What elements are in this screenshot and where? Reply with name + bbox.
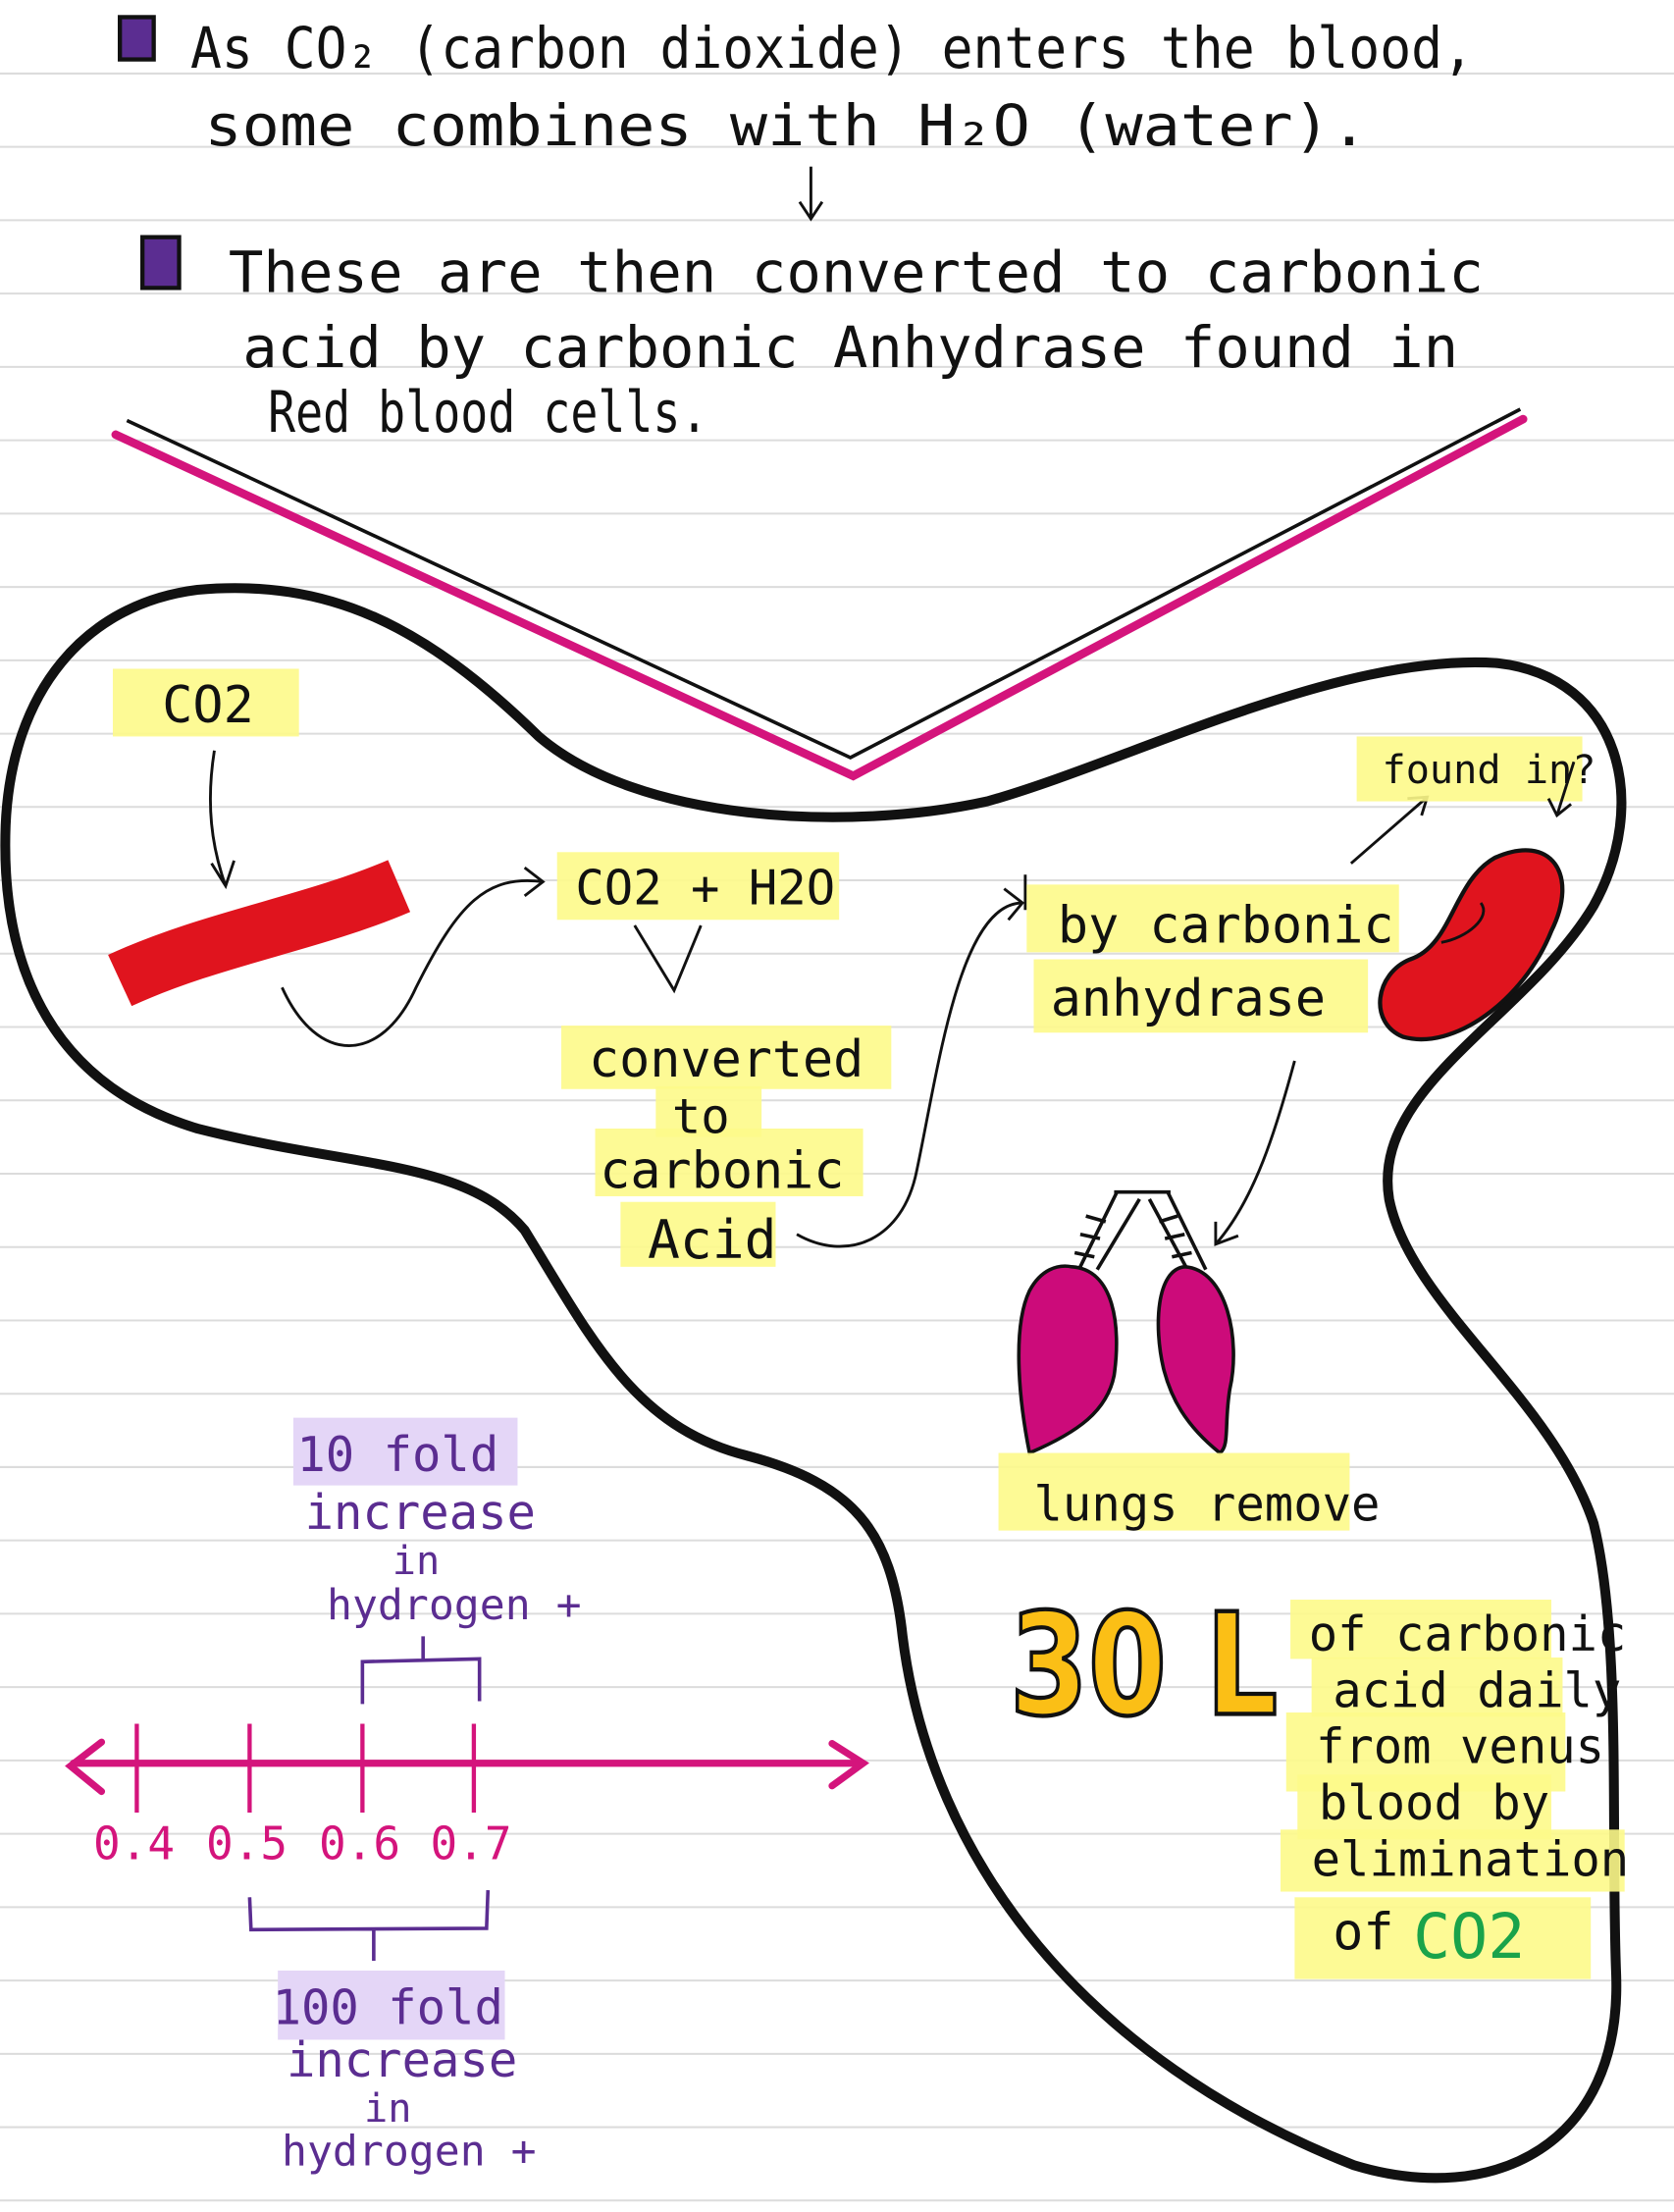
volume-desc-text: acid daily [1333,1662,1621,1718]
bottom-note-text: 100 fold [273,1980,503,2036]
converted-text: carbonic [600,1141,844,1200]
bottom-bracket [247,1890,491,1961]
number-line [65,1738,869,1796]
top-note-text: in [392,1539,440,1584]
highlight [1026,884,1399,953]
highlight [1297,1774,1551,1840]
co2-label: CO2 [162,676,253,735]
highlight [1311,1657,1563,1717]
bottom-note-text: increase [287,2032,517,2088]
tick-label: 0.7 [431,1817,512,1870]
enzyme-text: by carbonic [1058,896,1394,955]
top-note-text: increase [305,1485,536,1541]
highlight [112,668,299,737]
v-chevron-icon [633,924,703,994]
top-bracket [360,1636,482,1705]
arrow-icon [208,750,235,890]
down-arrow-icon [798,166,824,222]
highlight [1033,959,1369,1033]
co2-green-label: CO2 [1413,1900,1525,1973]
volume-desc-text: from venus [1316,1719,1604,1775]
curved-arrow-icon [796,874,1027,1248]
volume-value: 30 L [1010,1583,1278,1747]
of-label: of [1333,1903,1393,1962]
tick-label: 0.5 [206,1817,288,1870]
tick-label: 0.6 [319,1817,400,1870]
highlight [620,1201,776,1267]
co2-h2o-label: CO2 + H2O [575,860,835,916]
highlight [1290,1600,1551,1659]
found-in-label: found in? [1382,748,1596,793]
enzyme-text: anhydrase [1051,970,1326,1028]
red-blood-cell-icon [1378,848,1565,1042]
arrow-icon [1214,1060,1296,1246]
v-divider-magenta [111,414,1528,781]
highlight [561,1026,892,1089]
volume-desc-text: of carbonic [1309,1606,1627,1662]
arrow-icon [1546,761,1576,818]
note-text: some combines with H₂O (water). [204,93,1368,159]
bullet-square-2 [140,235,182,290]
top-note-text: 10 fold [296,1427,498,1483]
note-text: These are then converted to carbonic [229,240,1484,306]
highlight [556,852,840,921]
bottom-note-text: hydrogen + [282,2127,537,2176]
top-note-text: hydrogen + [327,1581,582,1630]
converted-text: converted [589,1030,863,1089]
note-text: acid by carbonic Anhydrase found in [242,315,1458,381]
highlight [1356,736,1583,802]
highlight [1281,1829,1625,1892]
highlight [1294,1897,1592,1979]
lungs-icon [1017,1189,1235,1456]
converted-text: Acid [648,1208,777,1271]
volume-desc-text: elimination [1312,1832,1630,1888]
bullet-square-1 [118,15,156,62]
note-text: Red blood cells. [268,380,707,446]
note-text: As CO₂ (carbon dioxide) enters the blood… [190,16,1474,81]
highlight [998,1452,1350,1531]
highlight [595,1128,863,1196]
number-line-ticks: 0.4 0.5 0.6 0.7 [93,1723,512,1870]
tick-label: 0.4 [93,1817,175,1870]
red-blood-cell-side [108,860,411,1007]
body-outline [0,583,1627,2184]
volume-desc-text: blood by [1319,1775,1549,1831]
v-divider-black [126,407,1522,761]
lavender-highlight [292,1417,518,1486]
curved-arrow-icon [281,866,546,1047]
bottom-note-text: in [364,2086,411,2132]
converted-text: to [672,1088,730,1144]
lungs-remove-label: lungs remove [1033,1477,1380,1533]
lavender-highlight [278,1971,505,2040]
